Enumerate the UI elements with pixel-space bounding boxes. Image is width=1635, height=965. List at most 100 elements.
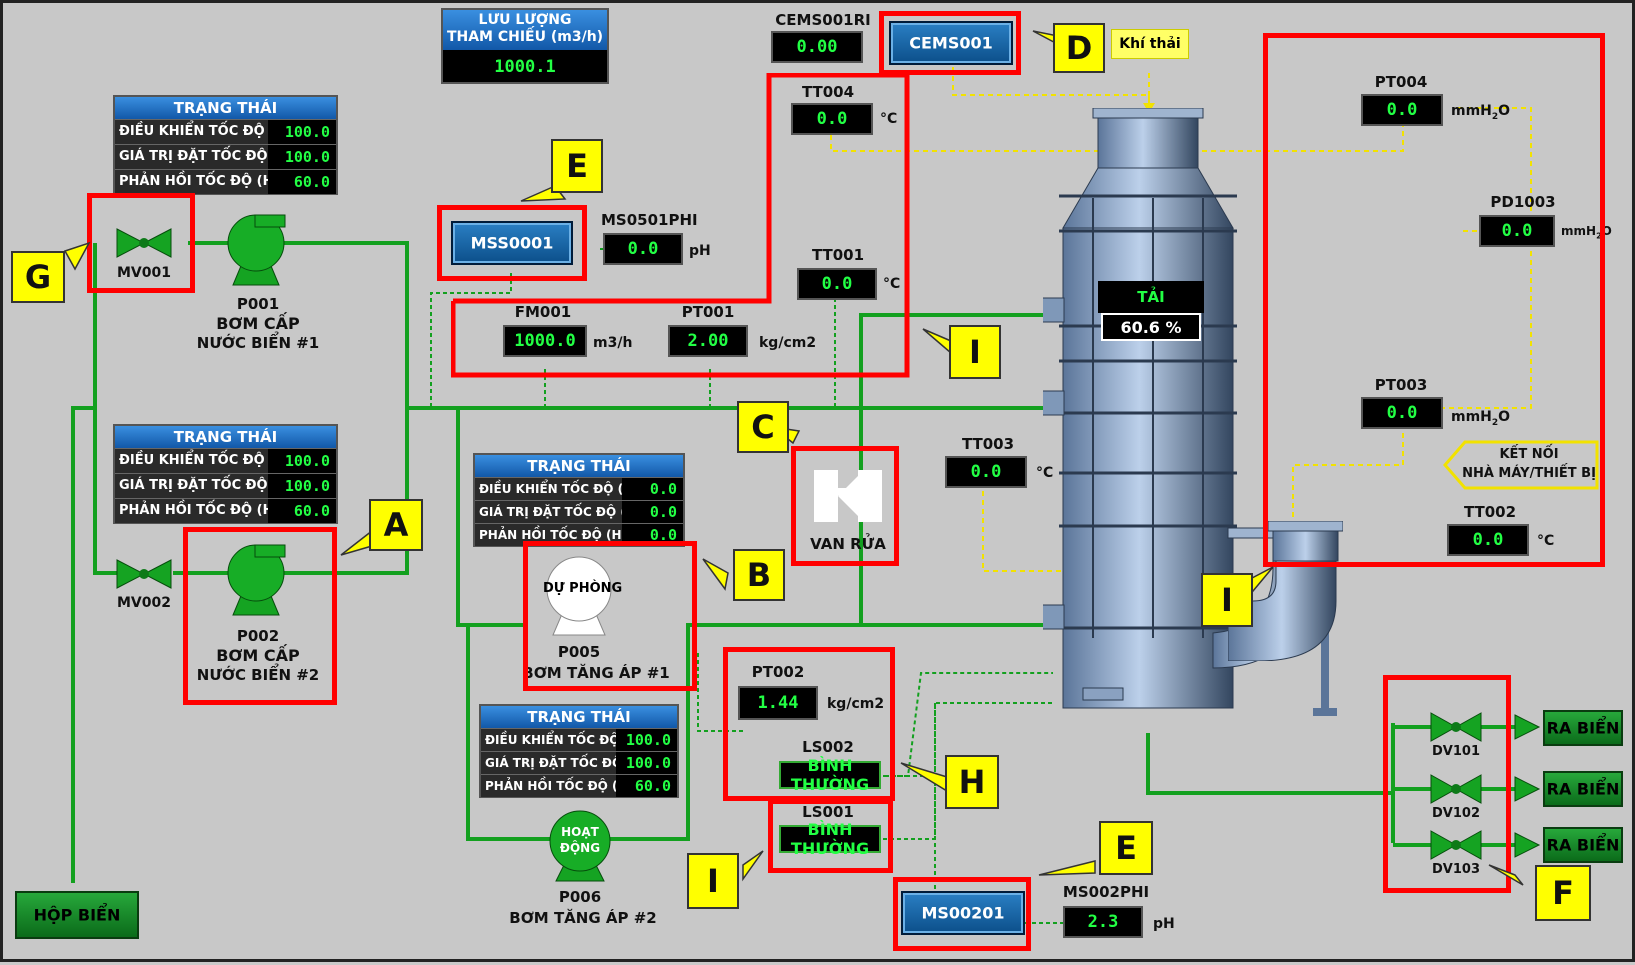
highlight-c <box>791 446 899 566</box>
pump-p002-line1: BƠM CẤP <box>216 646 300 665</box>
ra-bien-button-2[interactable]: RA BIỂN <box>1543 771 1623 807</box>
tt001-tag: TT001 <box>811 246 865 264</box>
ms002phi-value: 2.3 <box>1087 912 1119 932</box>
callout-b: B <box>733 549 785 601</box>
status-value: 0.0 <box>622 478 683 500</box>
ra-bien-button-1[interactable]: RA BIỂN <box>1543 710 1623 746</box>
highlight-f <box>1383 675 1511 893</box>
ms0501phi-unit: pH <box>689 243 711 259</box>
status-value: 60.0 <box>268 170 336 194</box>
status-panel-title: TRẠNG THÁI <box>115 426 336 448</box>
status-label: PHẢN HỒI TỐC ĐỘ (Hz) <box>475 524 622 546</box>
ms00201-button[interactable]: MS00201 <box>901 891 1025 935</box>
plant-link-line1: KẾT NỐI <box>1499 447 1559 462</box>
tt001-unit: °C <box>883 276 901 292</box>
status-panel-p005: TRẠNG THÁI ĐIỀU KHIỂN TỐC ĐỘ (%)0.0 GIÁ … <box>473 453 685 547</box>
pump-p002-tag: P002 <box>236 627 280 645</box>
status-panel-title: TRẠNG THÁI <box>481 706 677 728</box>
exhaust-label: Khí thải <box>1111 29 1189 59</box>
pointer-f <box>1488 864 1524 886</box>
status-value: 100.0 <box>268 474 336 498</box>
scrubber-inlet-elbow <box>1228 521 1343 661</box>
ms0501phi-display: 0.0 <box>603 233 683 265</box>
highlight-e-top <box>437 205 587 281</box>
ls002-status: BÌNH THƯỜNG <box>779 756 881 794</box>
valve-dv102-icon[interactable] <box>1429 771 1483 807</box>
pump-p006-icon[interactable] <box>548 809 612 883</box>
status-value: 60.0 <box>268 499 336 523</box>
pt001-tag: PT001 <box>681 303 735 321</box>
status-panel-p002: TRẠNG THÁI ĐIỀU KHIỂN TỐC ĐỘ (%)100.0 GI… <box>113 424 338 524</box>
ms002phi-unit: pH <box>1153 916 1175 932</box>
fm001-tag: FM001 <box>514 303 572 321</box>
cems001-button[interactable]: CEMS001 <box>889 21 1013 65</box>
status-label: ĐIỀU KHIỂN TỐC ĐỘ (%) <box>481 729 616 751</box>
ra-bien-button-3[interactable]: RA BIỂN <box>1543 827 1623 863</box>
pt001-unit: kg/cm2 <box>759 335 817 351</box>
tt003-display: 0.0 <box>945 456 1027 488</box>
valve-mv001-label: MV001 <box>117 265 171 281</box>
status-panel-title: TRẠNG THÁI <box>475 455 683 477</box>
highlight-h <box>723 647 895 801</box>
mss0001-label: MSS0001 <box>470 233 554 253</box>
status-value: 100.0 <box>616 729 677 751</box>
cems001ri-value: 0.00 <box>796 37 838 57</box>
cems001-label: CEMS001 <box>909 33 993 53</box>
highlight-e-bottom <box>893 877 1031 951</box>
valve-dv101-icon[interactable] <box>1429 709 1483 745</box>
status-label: GIÁ TRỊ ĐẶT TỐC ĐỘ (%) <box>481 752 616 774</box>
fm001-value: 1000.0 <box>514 331 576 351</box>
pointer-g <box>63 241 91 271</box>
pump-p002-icon[interactable] <box>225 543 287 618</box>
callout-pointers <box>63 30 1524 886</box>
flow-ref-value: 1000.1 <box>494 57 556 77</box>
pump-p006-state-1: HOẠT <box>561 825 599 839</box>
pump-p005-icon[interactable] <box>543 555 615 637</box>
pt003-value: 0.0 <box>1386 403 1418 423</box>
callout-e-bottom: E <box>1099 821 1153 875</box>
flow-ref-title-2: THAM CHIẾU (m3/h) <box>446 29 604 45</box>
callout-e-top: E <box>551 139 603 193</box>
fm001-unit: m3/h <box>593 335 633 351</box>
status-value: 100.0 <box>268 449 336 473</box>
wash-valve-label: VAN RỬA <box>810 535 886 553</box>
valve-mv001-icon[interactable] <box>115 225 173 261</box>
ms00201-label: MS00201 <box>921 903 1005 923</box>
ms002phi-tag: MS002PHI <box>1062 883 1150 901</box>
tt004-tag: TT004 <box>801 83 855 101</box>
tt004-value: 0.0 <box>816 109 848 129</box>
callout-i-elbow: I <box>1201 573 1253 627</box>
pt004-unit: mmH2O <box>1451 103 1511 122</box>
status-value: 100.0 <box>268 145 336 169</box>
status-value: 100.0 <box>268 120 336 144</box>
outlet-arrows <box>1514 714 1541 858</box>
pointer-e-bottom <box>1038 860 1096 876</box>
pump-p005-state: DỰ PHÒNG <box>543 581 623 596</box>
status-label: ĐIỀU KHIỂN TỐC ĐỘ (%) <box>475 478 622 500</box>
highlight-b <box>523 541 697 691</box>
status-label: GIÁ TRỊ ĐẶT TỐC ĐỘ (%) <box>115 145 268 169</box>
status-label: PHẢN HỒI TỐC ĐỘ (Hz) <box>115 170 268 194</box>
valve-dv103-label: DV103 <box>1432 862 1480 877</box>
pump-p002-line2: NƯỚC BIỂN #2 <box>196 666 320 684</box>
ls002-value: BÌNH THƯỜNG <box>790 756 870 794</box>
hop-bien-label: HỘP BIỂN <box>33 905 121 925</box>
arrow-right-icon <box>1514 714 1541 740</box>
pump-p001-line1: BƠM CẤP <box>216 314 300 333</box>
ls001-value: BÌNH THƯỜNG <box>790 820 870 858</box>
pump-p001-icon[interactable] <box>225 213 287 288</box>
mss0001-button[interactable]: MSS0001 <box>451 221 573 265</box>
plant-link-arrow-icon <box>1443 440 1599 490</box>
hop-bien-button[interactable]: HỘP BIỂN <box>15 891 139 939</box>
callout-d: D <box>1053 23 1105 73</box>
valve-mv002-icon[interactable] <box>115 556 173 592</box>
pt002-value: 1.44 <box>757 693 799 713</box>
status-label: PHẢN HỒI TỐC ĐỘ (Hz) <box>115 499 268 523</box>
pt001-display: 2.00 <box>668 325 748 357</box>
pt003-display: 0.0 <box>1361 397 1443 429</box>
pt002-tag: PT002 <box>751 663 805 681</box>
wash-valve-icon[interactable] <box>810 466 886 526</box>
valve-dv103-icon[interactable] <box>1429 827 1483 863</box>
highlight-d <box>879 11 1021 75</box>
